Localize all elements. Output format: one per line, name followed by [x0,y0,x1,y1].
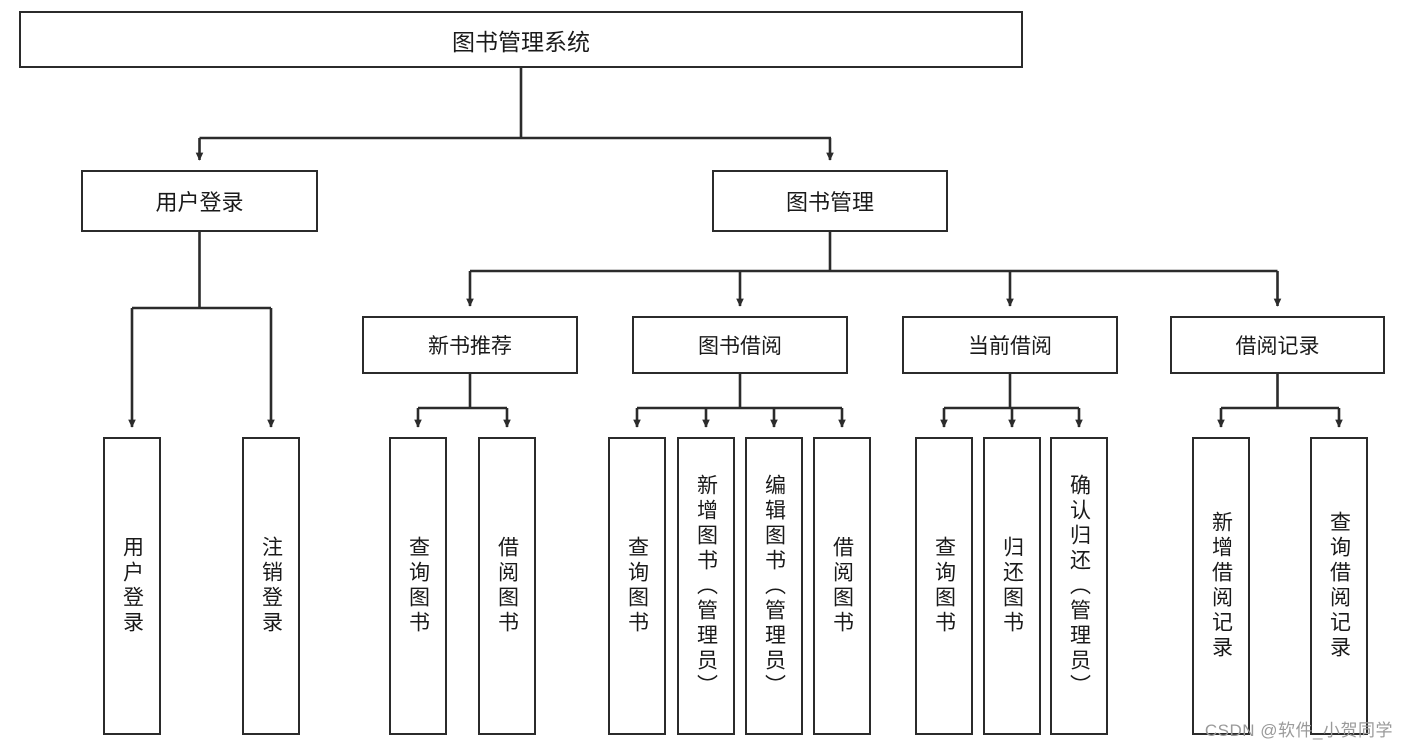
node-root-label: 图书管理系统 [452,28,590,55]
leaf-node[interactable]: 查询图书 [389,437,447,735]
leaf-node[interactable]: 归还图书 [983,437,1041,735]
node-current-borrow-label: 当前借阅 [968,335,1052,358]
leaf-node-label: 新增图书（管理员） [694,473,718,699]
node-book-borrow[interactable]: 图书借阅 [632,316,848,374]
node-borrow-records-label: 借阅记录 [1235,335,1320,358]
node-book-management[interactable]: 图书管理 [712,170,948,232]
leaf-node[interactable]: 编辑图书（管理员） [745,437,803,735]
leaf-node[interactable]: 新增借阅记录 [1192,437,1250,735]
node-new-book-recommend-label: 新书推荐 [428,335,512,358]
leaf-node[interactable]: 查询借阅记录 [1310,437,1368,735]
leaf-node[interactable]: 新增图书（管理员） [677,437,735,735]
leaf-node-label: 查询图书 [625,536,649,636]
leaf-node-label: 查询借阅记录 [1327,511,1351,661]
leaf-node-label: 借阅图书 [495,536,519,636]
leaf-node-label: 注销登录 [259,536,283,636]
leaf-node[interactable]: 借阅图书 [478,437,536,735]
node-new-book-recommend[interactable]: 新书推荐 [362,316,578,374]
node-book-management-label: 图书管理 [785,190,874,215]
leaf-node-label: 新增借阅记录 [1209,511,1233,661]
leaf-node[interactable]: 查询图书 [608,437,666,735]
leaf-node[interactable]: 查询图书 [915,437,973,735]
node-borrow-records[interactable]: 借阅记录 [1170,316,1385,374]
leaf-node[interactable]: 确认归还（管理员） [1050,437,1108,735]
node-current-borrow[interactable]: 当前借阅 [902,316,1118,374]
leaf-node-label: 借阅图书 [830,536,854,636]
node-user-login[interactable]: 用户登录 [81,170,318,232]
leaf-node-label: 归还图书 [1000,536,1024,636]
leaf-node[interactable]: 借阅图书 [813,437,871,735]
leaf-node-label: 查询图书 [406,536,430,636]
leaf-node[interactable]: 注销登录 [242,437,300,735]
leaf-node-label: 查询图书 [932,536,956,636]
node-book-borrow-label: 图书借阅 [698,335,782,358]
leaf-node-label: 编辑图书（管理员） [762,473,786,699]
leaf-node-label: 用户登录 [120,536,144,636]
leaf-node-label: 确认归还（管理员） [1067,473,1091,699]
node-user-login-label: 用户登录 [155,190,244,215]
leaf-node[interactable]: 用户登录 [103,437,161,735]
node-root[interactable]: 图书管理系统 [19,11,1023,68]
